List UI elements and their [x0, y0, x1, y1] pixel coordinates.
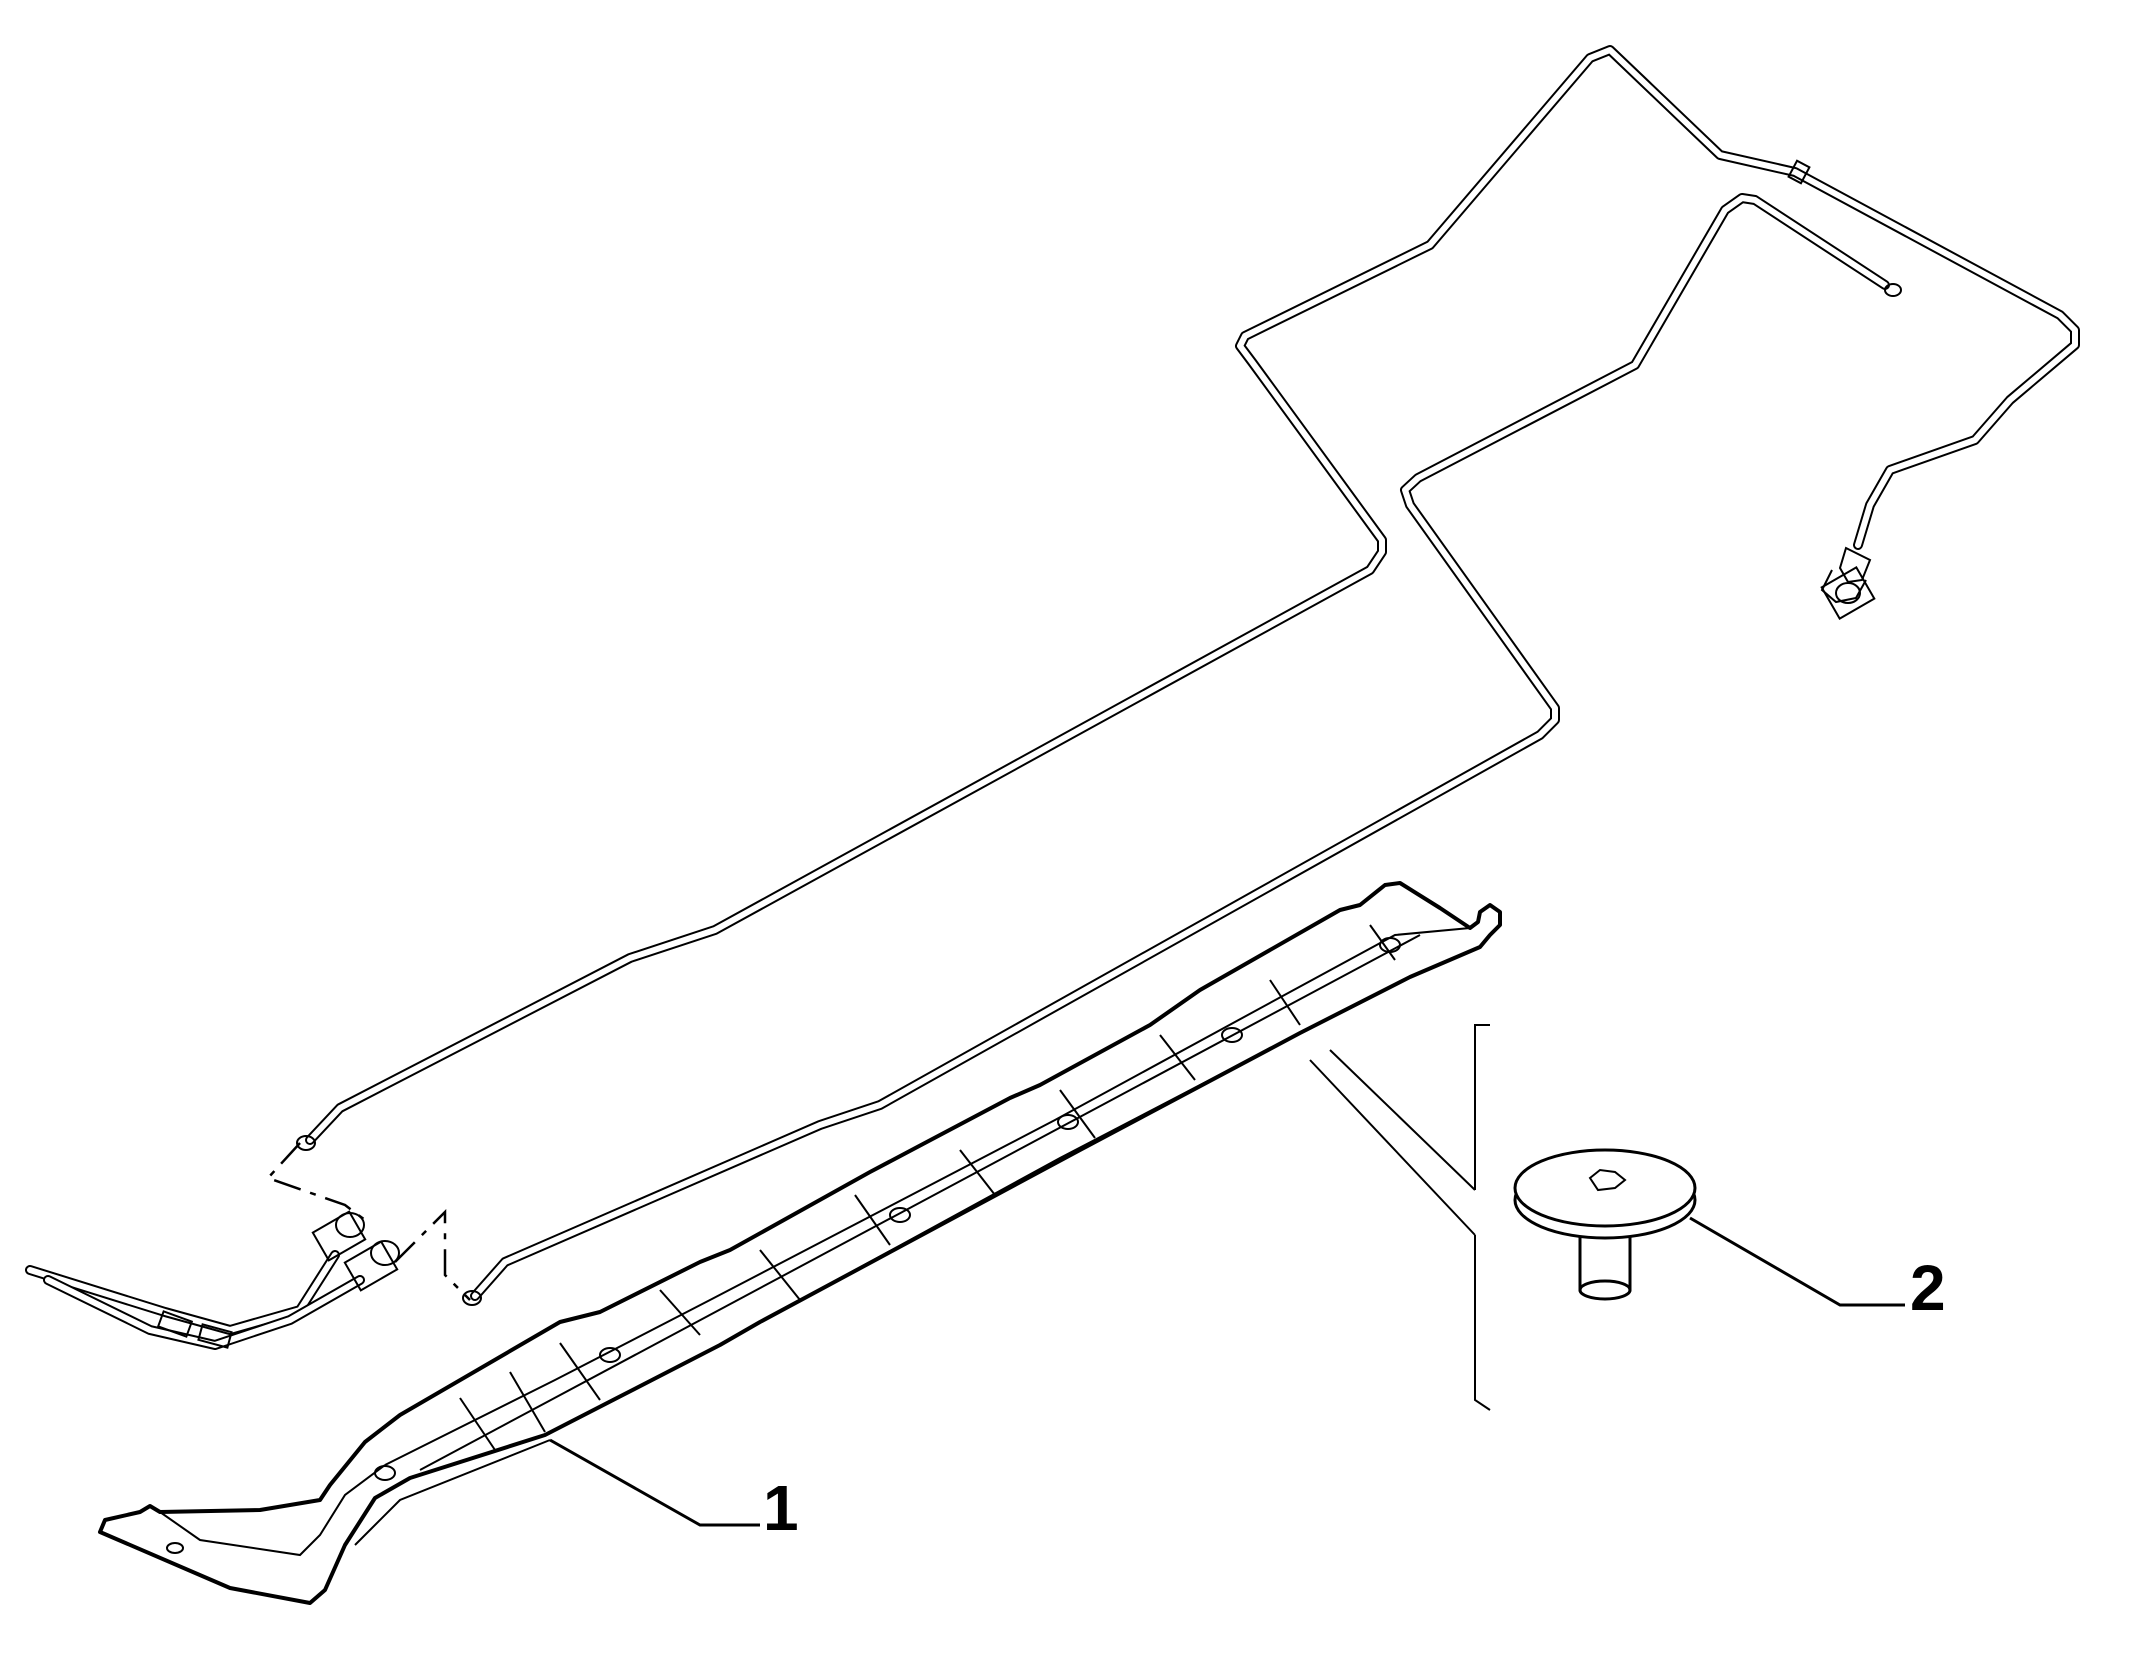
leader-line-part1	[549, 1438, 760, 1527]
callout-part1: 1	[763, 1472, 799, 1544]
left-hose-assembly	[25, 1210, 400, 1350]
leader-line-part2	[1689, 1216, 1905, 1307]
push-pin-fastener	[1513, 1148, 1697, 1301]
fuel-pipe-lower	[296, 193, 1902, 1306]
callout-part2: 2	[1910, 1252, 1946, 1324]
connection-indicator-lines	[265, 1142, 471, 1301]
right-quick-connector	[1820, 546, 1876, 620]
heat-shield-tray	[98, 881, 1502, 1605]
grouping-bracket	[1309, 1024, 1491, 1411]
fuel-pipe-upper	[305, 45, 2080, 1145]
